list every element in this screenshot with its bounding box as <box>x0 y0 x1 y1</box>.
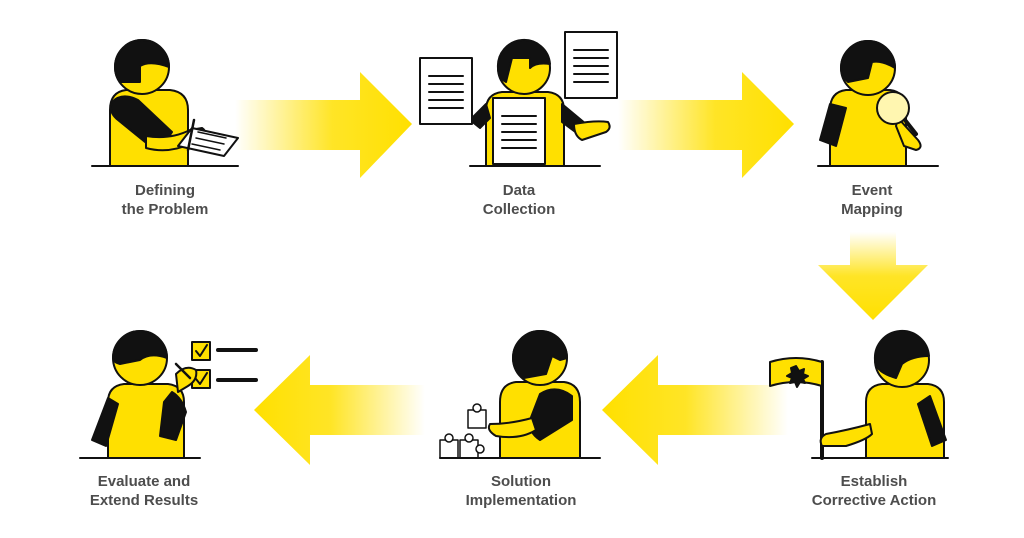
flow-arrow-left-1 <box>602 355 788 465</box>
step-label-line1: Solution <box>491 473 551 490</box>
step-label-data-collection: Data Collection <box>409 181 629 219</box>
flag-person-icon <box>769 330 949 460</box>
step-label-line1: Defining <box>135 182 195 199</box>
writing-person-icon <box>91 39 239 167</box>
magnifier-person-icon <box>817 40 939 167</box>
puzzle-person-icon <box>439 330 601 459</box>
step-label-line2: Extend Results <box>89 492 199 509</box>
flow-arrow-right-2 <box>618 72 794 178</box>
step-label-event-mapping: Event Mapping <box>762 181 982 219</box>
step-label-line1: Event <box>851 182 893 199</box>
step-label-evaluate-extend: Evaluate and Extend Results <box>34 472 254 510</box>
step-label-line2: the Problem <box>121 201 209 218</box>
flow-arrow-right-1 <box>235 72 412 178</box>
step-label-line2: Implementation <box>465 492 577 509</box>
step-label-line2: Corrective Action <box>811 492 937 509</box>
step-label-line2: Mapping <box>841 201 903 218</box>
step-label-solution-implementation: Solution Implementation <box>411 472 631 510</box>
checklist-person-icon <box>79 330 258 459</box>
documents-person-icon <box>419 31 618 167</box>
flow-arrow-down <box>818 232 928 320</box>
step-label-corrective-action: Establish Corrective Action <box>764 472 984 510</box>
step-label-line1: Evaluate and <box>97 473 191 490</box>
step-label-defining-problem: Defining the Problem <box>55 181 275 219</box>
step-label-line1: Data <box>502 182 536 199</box>
step-label-line1: Establish <box>840 473 908 490</box>
puzzle-pieces-icon <box>439 403 487 459</box>
step-label-line2: Collection <box>482 201 556 218</box>
flow-arrow-left-2 <box>254 355 425 465</box>
